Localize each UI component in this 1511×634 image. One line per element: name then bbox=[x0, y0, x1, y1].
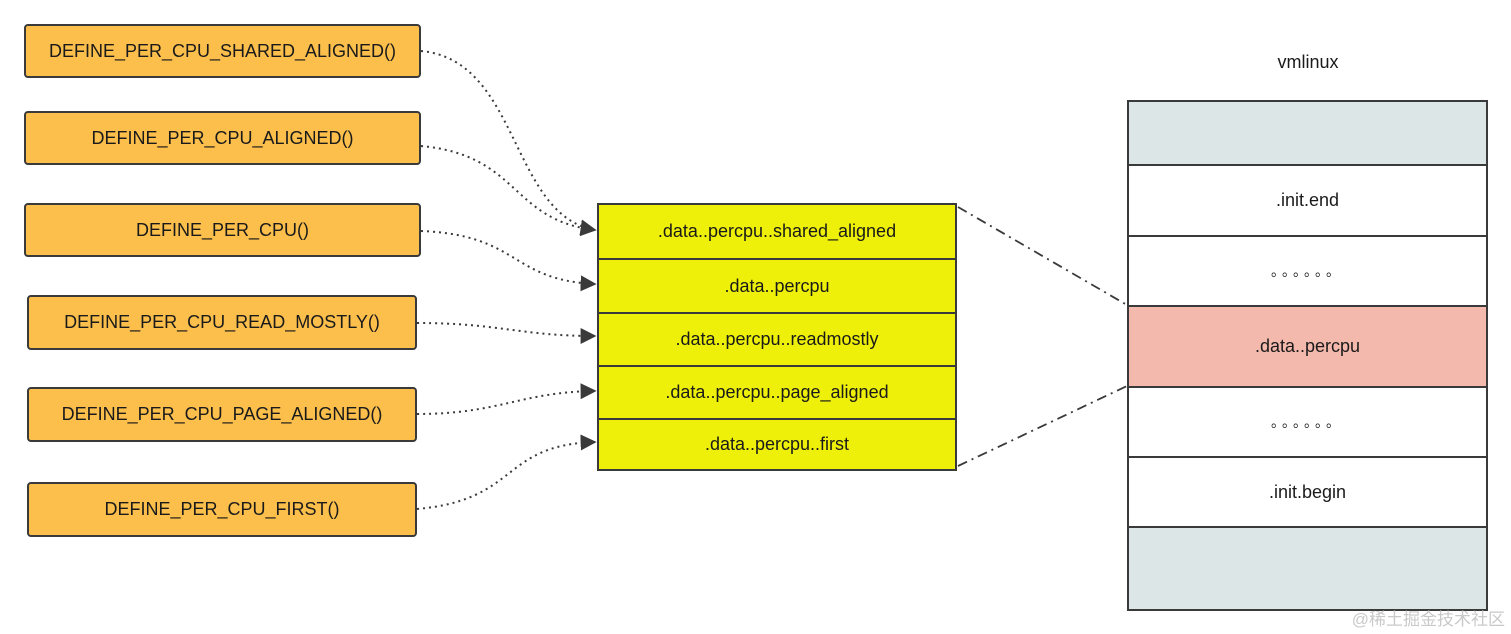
section-first: .data..percpu..first bbox=[599, 420, 955, 469]
section-label: .data..percpu..shared_aligned bbox=[657, 221, 897, 241]
macro-label: DEFINE_PER_CPU() bbox=[135, 219, 310, 240]
section-page-aligned: .data..percpu..page_aligned bbox=[599, 367, 955, 420]
vmlinux-row-ellipsis-lower: 。。。。。。 bbox=[1129, 388, 1486, 458]
vmlinux-row-label: 。。。。。。 bbox=[1271, 414, 1344, 430]
vmlinux-row-label: .init.begin bbox=[1268, 481, 1347, 502]
vmlinux-row-top bbox=[1129, 102, 1486, 166]
arrow-read-mostly bbox=[416, 322, 597, 344]
arrow-first bbox=[416, 434, 597, 510]
mapping-line-bottom bbox=[957, 385, 1128, 467]
macro-define-per-cpu-first: DEFINE_PER_CPU_FIRST() bbox=[27, 482, 417, 537]
macro-label: DEFINE_PER_CPU_ALIGNED() bbox=[91, 127, 354, 148]
section-label: .data..percpu..first bbox=[704, 434, 850, 454]
vmlinux-title: vmlinux bbox=[1277, 52, 1339, 72]
mapping-line-top bbox=[957, 206, 1128, 306]
vmlinux-row-data-percpu: .data..percpu bbox=[1129, 307, 1486, 388]
vmlinux-row-init-begin: .init.begin bbox=[1129, 458, 1486, 528]
macro-define-per-cpu-page-aligned: DEFINE_PER_CPU_PAGE_ALIGNED() bbox=[27, 387, 417, 442]
macro-define-per-cpu-shared-aligned: DEFINE_PER_CPU_SHARED_ALIGNED() bbox=[24, 24, 421, 78]
section-readmostly: .data..percpu..readmostly bbox=[599, 314, 955, 367]
macro-define-per-cpu-aligned: DEFINE_PER_CPU_ALIGNED() bbox=[24, 111, 421, 165]
section-label: .data..percpu bbox=[724, 275, 830, 296]
vmlinux-row-label: .data..percpu bbox=[1254, 336, 1361, 356]
macro-label: DEFINE_PER_CPU_SHARED_ALIGNED() bbox=[48, 40, 397, 61]
macro-label: DEFINE_PER_CPU_PAGE_ALIGNED() bbox=[61, 404, 383, 424]
watermark: @稀土掘金技术社区 bbox=[1351, 610, 1505, 629]
section-shared-aligned: .data..percpu..shared_aligned bbox=[599, 205, 955, 260]
macro-label: DEFINE_PER_CPU_FIRST() bbox=[104, 499, 340, 519]
macro-label: DEFINE_PER_CPU_READ_MOSTLY() bbox=[64, 312, 380, 332]
section-percpu: .data..percpu bbox=[599, 260, 955, 314]
vmlinux-row-init-end: .init.end bbox=[1129, 166, 1486, 237]
vmlinux-row-ellipsis-upper: 。。。。。。 bbox=[1129, 237, 1486, 307]
vmlinux-row-label: 。。。。。。 bbox=[1271, 263, 1344, 279]
arrow-page-aligned bbox=[416, 383, 597, 415]
percpu-sections-block: .data..percpu..shared_aligned .data..per… bbox=[597, 203, 957, 471]
section-label: .data..percpu..readmostly bbox=[675, 329, 879, 349]
macro-define-per-cpu: DEFINE_PER_CPU() bbox=[24, 203, 421, 257]
arrow-shared-aligned bbox=[420, 50, 597, 236]
arrow-aligned bbox=[420, 145, 597, 237]
vmlinux-row-label: .init.end bbox=[1275, 190, 1340, 210]
vmlinux-row-bottom bbox=[1129, 528, 1486, 609]
arrow-percpu bbox=[420, 230, 597, 292]
section-label: .data..percpu..page_aligned bbox=[665, 382, 889, 402]
vmlinux-layout: .init.end 。。。。。。 .data..percpu 。。。。。。 .i… bbox=[1127, 100, 1488, 611]
macro-define-per-cpu-read-mostly: DEFINE_PER_CPU_READ_MOSTLY() bbox=[27, 295, 417, 350]
